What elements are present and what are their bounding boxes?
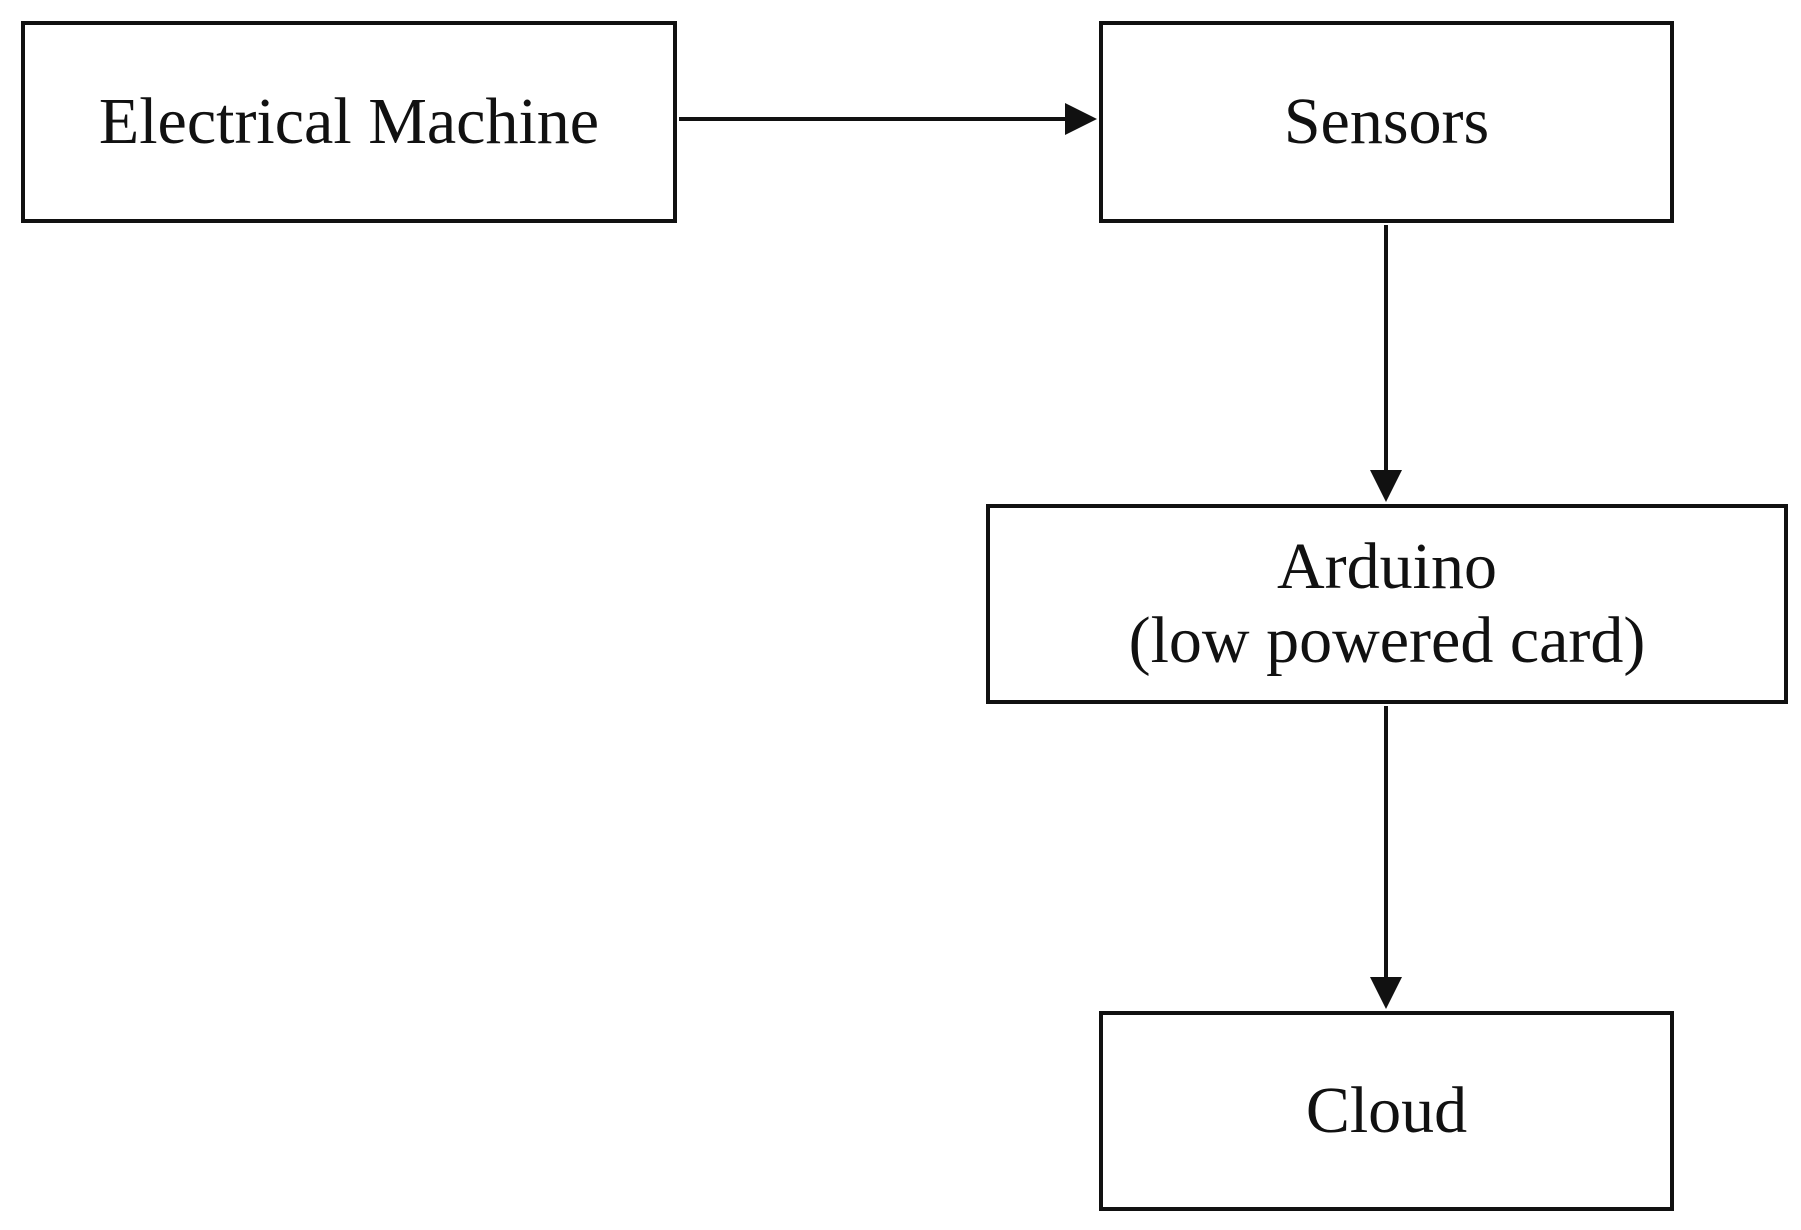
cloud-label: Cloud [1305,1074,1468,1147]
arduino-sublabel: (low powered card) [1128,604,1646,677]
arduino-label: Arduino [1277,530,1497,603]
sensors-label: Sensors [1283,85,1490,158]
cloud-box: Cloud [1099,1011,1674,1211]
sensors-box: Sensors [1099,21,1674,223]
electrical-machine-box: Electrical Machine [21,21,677,223]
electrical-machine-label: Electrical Machine [98,85,600,158]
arduino-box: Arduino (low powered card) [986,504,1788,704]
